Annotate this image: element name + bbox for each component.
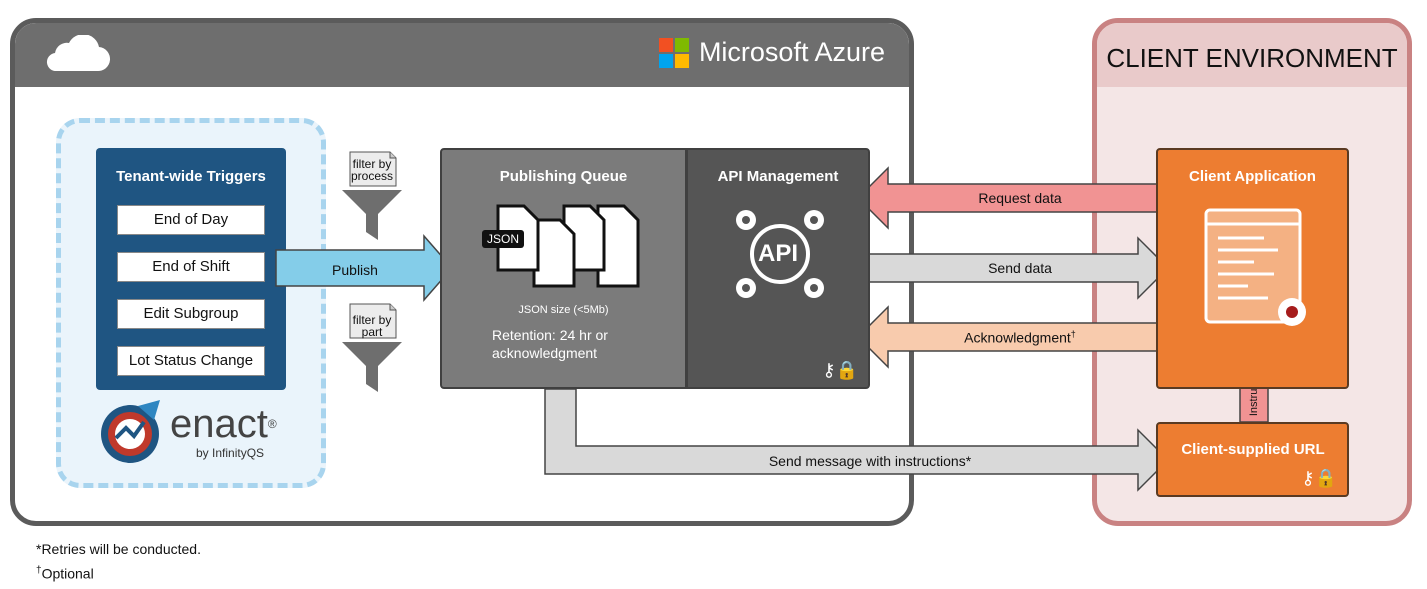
azure-title: Microsoft Azure	[658, 37, 885, 68]
footnote-optional-row: †Optional	[36, 560, 201, 585]
send-data-arrow	[857, 236, 1170, 300]
enact-logo-icon	[101, 400, 160, 463]
azure-title-text: Microsoft Azure	[698, 37, 885, 67]
trigger-lot-status-change: Lot Status Change	[117, 346, 265, 376]
client-application-box: Client Application	[1156, 148, 1349, 389]
request-data-label: Request data	[978, 190, 1062, 206]
client-url-title: Client-supplied URL	[1181, 441, 1325, 458]
footnote-optional-mark: †	[36, 565, 42, 576]
publish-label: Publish	[332, 262, 378, 278]
publishing-queue-box: Publishing Queue JSON JSON size (<5Mb) R…	[440, 148, 687, 389]
json-documents-icon	[496, 204, 640, 288]
tenant-triggers-box: Tenant-wide Triggers End of Day End of S…	[96, 148, 286, 390]
acknowledgment-mark: †	[1070, 329, 1076, 339]
client-url-box: Client-supplied URL ⚷🔒	[1156, 422, 1349, 497]
enact-byline: by InfinityQS	[196, 446, 265, 460]
send-message-label: Send message with instructions*	[768, 453, 972, 469]
cloud-icon	[47, 35, 110, 72]
application-window-icon	[1204, 208, 1306, 326]
api-gears-icon	[736, 210, 824, 298]
publishing-queue-title: Publishing Queue	[499, 168, 628, 185]
api-icon-text: API	[757, 240, 798, 267]
trigger-end-of-day: End of Day	[117, 205, 265, 235]
triggers-title: Tenant-wide Triggers	[116, 168, 266, 185]
filter-part-label: filter by part	[352, 313, 392, 339]
acknowledgment-label: Acknowledgment	[964, 329, 1071, 346]
json-tag: JSON	[482, 230, 525, 248]
azure-header: Microsoft Azure	[15, 23, 909, 87]
microsoft-logo-icon	[658, 37, 689, 68]
json-size-note: JSON size (<5Mb)	[518, 304, 609, 316]
filter-process-funnel-icon	[342, 151, 402, 240]
filter-part-funnel-icon	[342, 303, 402, 392]
client-application-title: Client Application	[1189, 168, 1316, 185]
footnote-retries: *Retries will be conducted.	[36, 541, 201, 557]
filter-process-label: filter by process	[350, 157, 394, 183]
api-management-title: API Management	[717, 168, 839, 185]
client-environment-title: CLIENT ENVIRONMENT	[1106, 43, 1398, 73]
trigger-edit-subgroup: Edit Subgroup	[117, 299, 265, 329]
footnote-optional: Optional	[41, 565, 94, 582]
footnotes: *Retries will be conducted. †Optional	[36, 538, 201, 585]
retention-note: Retention: 24 hr or acknowledgment	[492, 327, 608, 361]
url-key-lock-icon: ⚷🔒	[1301, 468, 1337, 488]
enact-wordmark: enact®	[170, 404, 277, 444]
enact-word: enact	[170, 402, 268, 446]
send-message-arrow	[544, 388, 1170, 492]
publish-arrow	[275, 234, 453, 302]
key-lock-icon: ⚷🔒	[822, 360, 858, 380]
request-data-arrow	[856, 166, 1169, 230]
acknowledgment-arrow	[856, 305, 1169, 369]
enact-trademark: ®	[267, 417, 277, 431]
acknowledgment-label-row: Acknowledgment†	[900, 329, 1140, 346]
api-management-box: API Management API ⚷🔒	[686, 148, 870, 389]
client-environment-header: CLIENT ENVIRONMENT	[1097, 23, 1407, 87]
trigger-end-of-shift: End of Shift	[117, 252, 265, 282]
send-data-label: Send data	[988, 260, 1052, 276]
